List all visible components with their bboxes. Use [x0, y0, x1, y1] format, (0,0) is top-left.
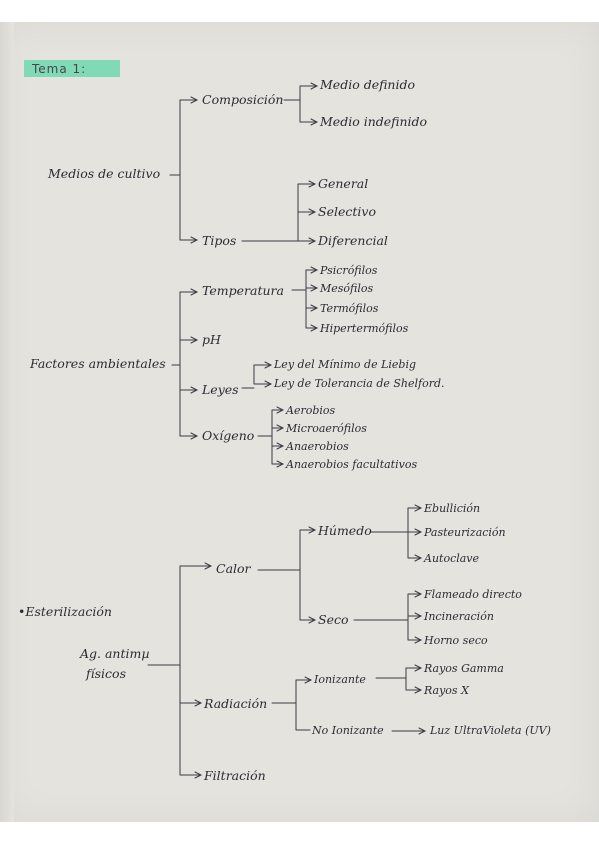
node-medio-indefinido: Medio indefinido [320, 114, 428, 129]
node-no-ionizante: No Ionizante [312, 724, 384, 737]
node-aerobios: Aerobios [286, 404, 336, 417]
node-luz-ultravioleta: Luz UltraVioleta (UV) [430, 724, 551, 737]
node-ebullicion: Ebullición [424, 502, 481, 515]
node-mesofilos: Mesófilos [320, 282, 374, 295]
node-agentes-antimicrobianos: Ag. antimµ [80, 646, 150, 661]
notebook-page [0, 22, 599, 822]
node-factores-ambientales: Factores ambientales [30, 356, 166, 371]
node-fisicos: físicos [86, 666, 126, 681]
node-filtracion: Filtración [204, 768, 266, 783]
node-rayos-gamma: Rayos Gamma [424, 662, 504, 675]
node-ley-tolerancia-shelford: Ley de Tolerancia de Shelford. [274, 377, 445, 390]
node-anaerobios: Anaerobios [286, 440, 349, 453]
node-selectivo: Selectivo [318, 204, 376, 219]
node-medios-de-cultivo: Medios de cultivo [48, 166, 161, 181]
node-ionizante: Ionizante [314, 673, 366, 686]
node-esterilizacion: •Esterilización [18, 604, 112, 619]
node-anaerobios-facultativos: Anaerobios facultativos [286, 458, 418, 471]
node-horno-seco: Horno seco [424, 634, 488, 647]
node-ley-minimo-liebig: Ley del Mínimo de Liebig [274, 358, 417, 371]
node-rayos-x: Rayos X [424, 684, 469, 697]
title-highlight: Tema 1: [24, 60, 120, 77]
node-autoclave: Autoclave [424, 552, 480, 565]
node-ph: pH [202, 332, 221, 347]
node-temperatura: Temperatura [202, 283, 284, 298]
node-humedo: Húmedo [318, 523, 372, 538]
node-diferencial: Diferencial [318, 233, 388, 248]
node-medio-definido: Medio definido [320, 77, 416, 92]
node-psicrofilos: Psicrófilos [320, 264, 378, 277]
node-termofilos: Termófilos [320, 302, 379, 315]
node-oxigeno: Oxígeno [202, 428, 255, 443]
node-tipos: Tipos [202, 233, 237, 248]
node-flameado-directo: Flameado directo [424, 588, 522, 601]
node-incineracion: Incineración [424, 610, 494, 623]
node-microaerofilos: Microaerófilos [286, 422, 367, 435]
node-calor: Calor [216, 561, 251, 576]
node-general: General [318, 176, 369, 191]
node-composicion: Composición [202, 92, 284, 107]
page-title: Tema 1: [32, 62, 87, 76]
node-pasteurizacion: Pasteurización [424, 526, 506, 539]
node-seco: Seco [318, 612, 349, 627]
node-hipertermofilos: Hipertermófilos [320, 322, 409, 335]
node-radiacion: Radiación [204, 696, 268, 711]
node-leyes: Leyes [202, 382, 239, 397]
